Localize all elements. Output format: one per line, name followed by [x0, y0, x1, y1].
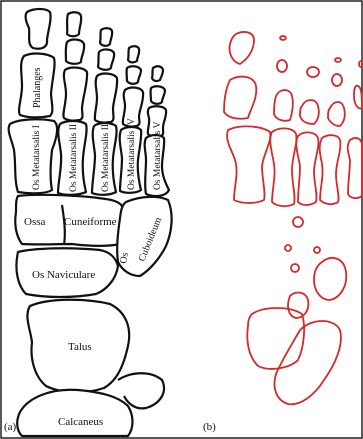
red-navicular — [288, 293, 308, 318]
red-phalanx-1-proximal — [224, 77, 256, 119]
label-talus: Talus — [68, 341, 92, 353]
phalanx-5-middle — [151, 86, 165, 104]
red-tarsal-small-3 — [314, 247, 320, 253]
panel-b-label: (b) — [203, 421, 216, 433]
panel-b: (b) — [203, 32, 363, 433]
panel-a-label: (a) — [4, 421, 17, 433]
red-phalanx-4-middle — [332, 74, 342, 86]
red-metatarsal-4 — [320, 135, 341, 204]
panel-a: Phalanges Os Metatarsalis I Os Metatarsa… — [4, 9, 172, 436]
label-cuneiforme: Cuneiforme — [64, 216, 117, 228]
red-calcaneus — [275, 321, 341, 404]
phalanx-2-proximal — [63, 68, 87, 121]
phalanx-3-proximal — [95, 74, 117, 123]
red-phalanx-4-distal — [335, 58, 341, 62]
phalanx-2-middle — [66, 40, 84, 64]
phalanx-5-distal — [152, 66, 163, 81]
phalanx-3-middle — [98, 49, 114, 69]
phalanx-1-distal — [26, 9, 51, 49]
label-calcaneus: Calcaneus — [58, 416, 103, 428]
red-phalanx-5-distal — [359, 61, 363, 67]
red-tarsal-small-1 — [293, 217, 303, 227]
label-metatarsal-3: Os Metatarsalis III — [101, 121, 111, 192]
red-metatarsal-5 — [348, 138, 362, 198]
red-tarsal-small-4 — [291, 264, 299, 272]
label-metatarsal-4: Os Metatarsalis IV — [127, 118, 137, 190]
red-cuboid — [314, 258, 346, 300]
red-phalanx-2-distal — [280, 36, 286, 40]
red-phalanx-3-proximal — [300, 100, 319, 124]
label-metatarsal-1: Os Metatarsalis I — [32, 125, 42, 190]
label-metatarsal-2: Os Metatarsalis II — [69, 124, 79, 192]
red-metatarsal-1 — [227, 126, 270, 203]
red-metatarsal-3 — [296, 132, 318, 205]
red-phalanx-3-middle — [307, 67, 319, 77]
red-metatarsal-2 — [270, 128, 296, 206]
label-ossa: Ossa — [24, 216, 46, 228]
red-phalanx-1-distal — [229, 32, 254, 64]
red-phalanx-4-proximal — [328, 102, 345, 126]
red-phalanx-5-proximal — [354, 86, 362, 109]
label-naviculare: Os Naviculare — [32, 269, 95, 281]
calcaneus-bone — [17, 390, 132, 436]
phalanx-4-middle — [127, 66, 141, 84]
phalanx-2-distal — [67, 12, 81, 36]
phalanx-4-distal — [128, 46, 139, 62]
label-phalanges: Phalanges — [32, 67, 43, 108]
red-phalanx-2-middle — [277, 60, 287, 72]
red-phalanx-2-proximal — [274, 90, 293, 121]
label-metatarsal-5: Os Metatarsalis V — [153, 121, 163, 190]
red-tarsal-small-2 — [285, 245, 291, 251]
label-cuboideum-os: Os — [118, 252, 131, 265]
phalanx-3-distal — [100, 28, 112, 46]
